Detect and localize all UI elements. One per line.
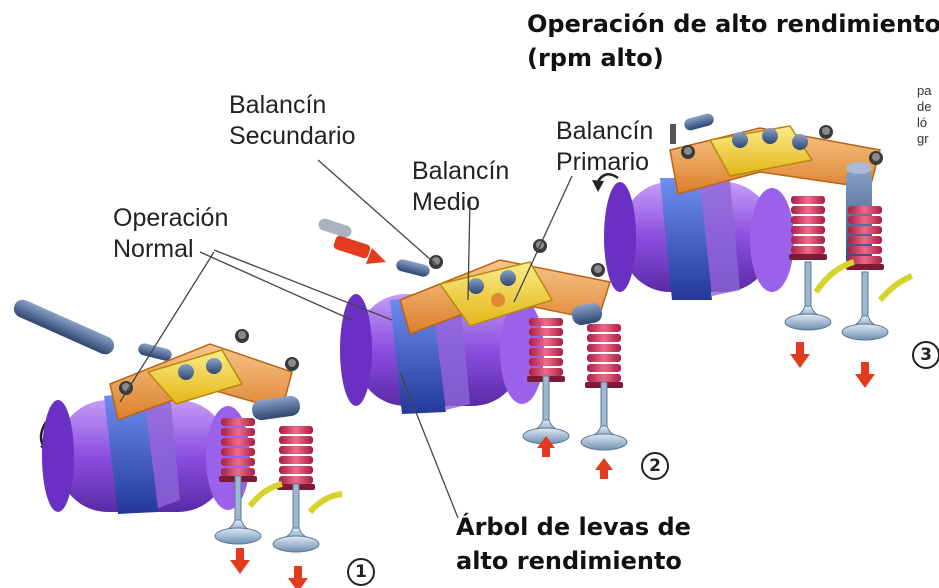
label-text: Operación bbox=[113, 203, 228, 234]
cut-off-note: pa de ló gr bbox=[917, 83, 939, 147]
label-balancin-medio: Balancín Medio bbox=[412, 156, 509, 218]
assembly-normal bbox=[11, 297, 374, 588]
camshaft-line-2: alto rendimiento bbox=[456, 544, 691, 578]
label-text: Balancín bbox=[556, 116, 653, 147]
label-operacion-normal: Operación Normal bbox=[113, 203, 228, 265]
label-text: Balancín bbox=[412, 156, 509, 187]
label-text: Primario bbox=[556, 147, 653, 178]
note-line: de bbox=[917, 99, 939, 115]
camshaft-line-1: Árbol de levas de bbox=[456, 510, 691, 544]
label-balancin-secundario: Balancín Secundario bbox=[229, 90, 355, 152]
label-text: Normal bbox=[113, 234, 228, 265]
title-line-1: Operación de alto rendimiento bbox=[527, 7, 939, 41]
title-high-performance: Operación de alto rendimiento (rpm alto) bbox=[527, 7, 939, 75]
stage-number-2: 2 bbox=[646, 455, 664, 477]
title-line-2: (rpm alto) bbox=[527, 41, 939, 75]
stage-number-1: 1 bbox=[352, 561, 370, 583]
note-line: gr bbox=[917, 131, 939, 147]
label-text: Medio bbox=[412, 187, 509, 218]
label-balancin-primario: Balancín Primario bbox=[556, 116, 653, 178]
note-line: ló bbox=[917, 115, 939, 131]
stage-number-3: 3 bbox=[917, 344, 935, 366]
title-camshaft: Árbol de levas de alto rendimiento bbox=[456, 510, 691, 578]
note-line: pa bbox=[917, 83, 939, 99]
label-text: Secundario bbox=[229, 121, 355, 152]
label-text: Balancín bbox=[229, 90, 355, 121]
leader-normal-a bbox=[214, 250, 392, 320]
